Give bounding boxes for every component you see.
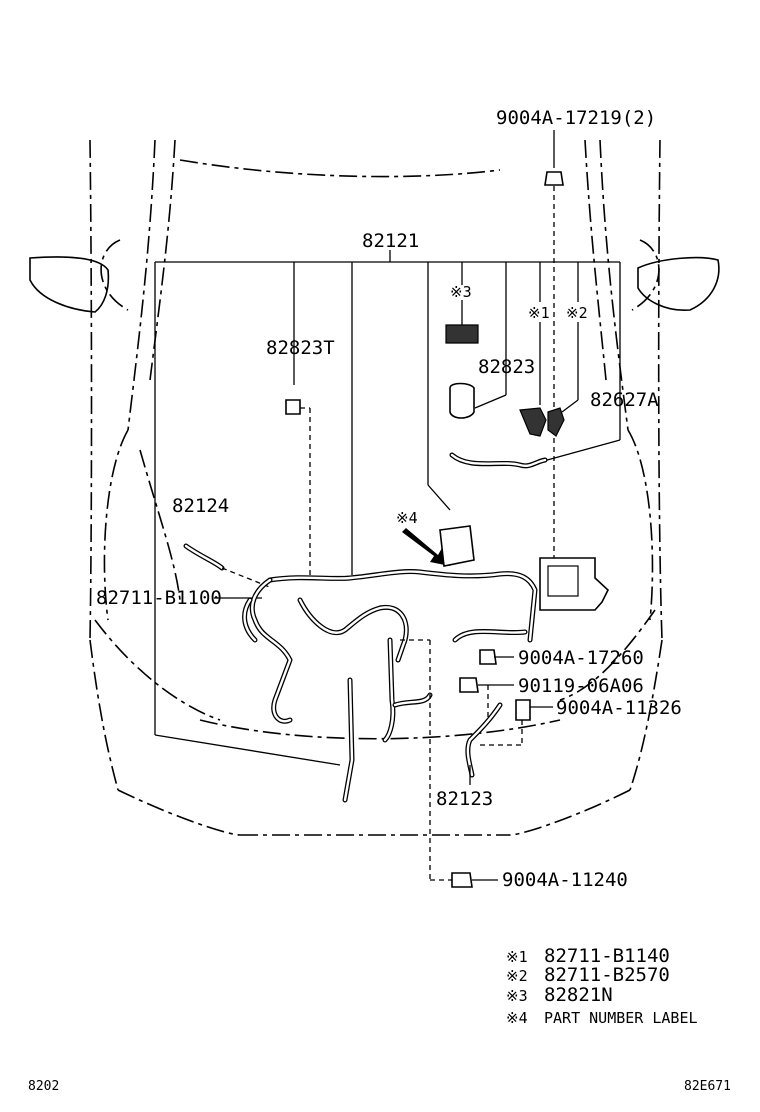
label-82823: 82823 — [478, 356, 535, 378]
label-mark3: ※3 — [450, 283, 472, 301]
connector-82823 — [449, 382, 475, 419]
legend: ※1 82711-B1140 ※2 82711-B2570 ※3 82821N … — [506, 945, 698, 1027]
legend-text-2: 82711-B2570 — [544, 964, 670, 986]
legend-text-3: 82821N — [544, 984, 613, 1006]
label-82124: 82124 — [172, 495, 229, 517]
legend-text-4: PART NUMBER LABEL — [544, 1009, 698, 1027]
label-main-harness: 82121 — [362, 230, 419, 252]
label-mark4: ※4 — [396, 509, 418, 527]
bolt-9004A-11326 — [515, 699, 531, 721]
part-number-label — [439, 525, 475, 567]
main-harness-bracket — [154, 250, 621, 766]
right-mirror — [637, 256, 720, 311]
nut-9004A-17260 — [479, 649, 497, 665]
label-top-clip: 9004A-17219(2) — [496, 107, 656, 129]
vehicle-outline — [89, 139, 663, 836]
label-9004A-11326: 9004A-11326 — [556, 697, 682, 719]
connector-82711-B1140 — [519, 407, 547, 437]
sub-harness-82123 — [465, 702, 503, 778]
top-clip-icon — [544, 171, 564, 186]
legend-mark-1: ※1 — [506, 948, 528, 966]
label-9004A-11240: 9004A-11240 — [502, 869, 628, 891]
label-mark1: ※1 — [528, 304, 550, 322]
engine-room-harness — [242, 569, 538, 803]
legend-mark-4: ※4 — [506, 1009, 528, 1027]
label-82627A: 82627A — [590, 389, 659, 411]
label-9004A-17260: 9004A-17260 — [518, 647, 644, 669]
bolt-9004A-11240 — [451, 872, 473, 888]
label-82823T: 82823T — [266, 337, 335, 359]
clip-82823T — [285, 399, 301, 415]
relay-block — [539, 557, 609, 611]
relay-block-inner — [547, 565, 579, 597]
legend-text-1: 82711-B1140 — [544, 945, 670, 967]
label-82711-B1100: 82711-B1100 — [96, 587, 222, 609]
connector-82821N — [445, 324, 479, 344]
legend-mark-3: ※3 — [506, 987, 528, 1005]
left-mirror — [29, 256, 110, 313]
connector-82711-B2570 — [547, 407, 565, 437]
label-arrow — [402, 528, 450, 566]
label-82123: 82123 — [436, 788, 493, 810]
label-90119-06A06: 90119-06A06 — [518, 675, 644, 697]
footer-left-code: 8202 — [28, 1079, 59, 1094]
label-mark2: ※2 — [566, 304, 588, 322]
legend-mark-2: ※2 — [506, 967, 528, 985]
bolt-90119-06A06 — [459, 677, 479, 693]
footer-right-code: 82E671 — [684, 1079, 731, 1094]
